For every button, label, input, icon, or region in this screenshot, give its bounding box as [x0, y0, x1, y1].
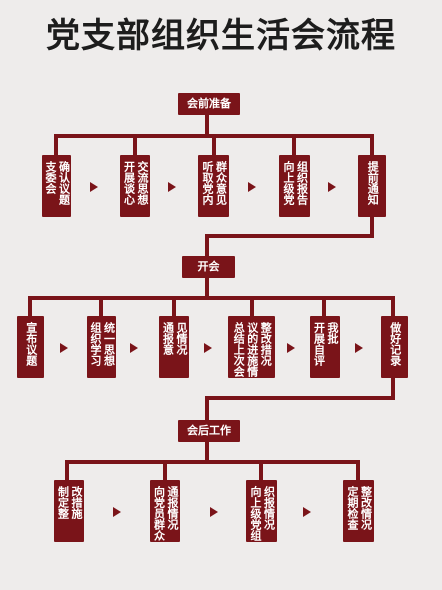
page-title: 党支部组织生活会流程 [46, 16, 396, 56]
step-announce-topic: 宣布议题 [17, 316, 44, 378]
step-confirm-topic: 确认议题 支委会 [42, 155, 71, 217]
step-summarize-last-meeting: 整改措况 议的进施情 总结上次会 [228, 316, 275, 378]
step-report-to-superior: 织报情况 向上级党组 [246, 480, 277, 542]
section-header-meeting: 开会 [182, 256, 235, 278]
step-self-criticism: 我批 开展自评 [310, 316, 340, 378]
step-report-superior: 组织报告 向上级党 [279, 155, 310, 217]
section-header-pre-meeting: 会前准备 [178, 93, 240, 115]
step-heart-to-heart: 交流思想 开展谈心 [120, 155, 150, 217]
section-header-post-meeting: 会后工作 [178, 420, 240, 442]
arrow-icon [168, 182, 176, 192]
arrow-icon [90, 182, 98, 192]
arrow-icon [130, 343, 138, 353]
arrow-icon [287, 343, 295, 353]
arrow-icon [303, 507, 311, 517]
step-rectification-plan: 改措施 制定整 [54, 480, 84, 542]
arrow-icon [210, 507, 218, 517]
arrow-icon [248, 182, 256, 192]
step-hear-opinions: 群众意见 听取党内 [198, 155, 229, 217]
arrow-icon [60, 343, 68, 353]
arrow-icon [328, 182, 336, 192]
step-notify-members: 通报情况 向党员群众 [150, 480, 180, 542]
step-report-opinions: 见情况 通报意 [159, 316, 189, 378]
step-study: 统一思想 组织学习 [87, 316, 116, 378]
arrow-icon [355, 343, 363, 353]
arrow-icon [113, 507, 121, 517]
step-keep-records: 做好记录 [381, 316, 408, 378]
step-notify-in-advance: 提前通知 [358, 155, 386, 217]
arrow-icon [204, 343, 212, 353]
step-regular-inspection: 整改情况 定期检查 [343, 480, 374, 542]
